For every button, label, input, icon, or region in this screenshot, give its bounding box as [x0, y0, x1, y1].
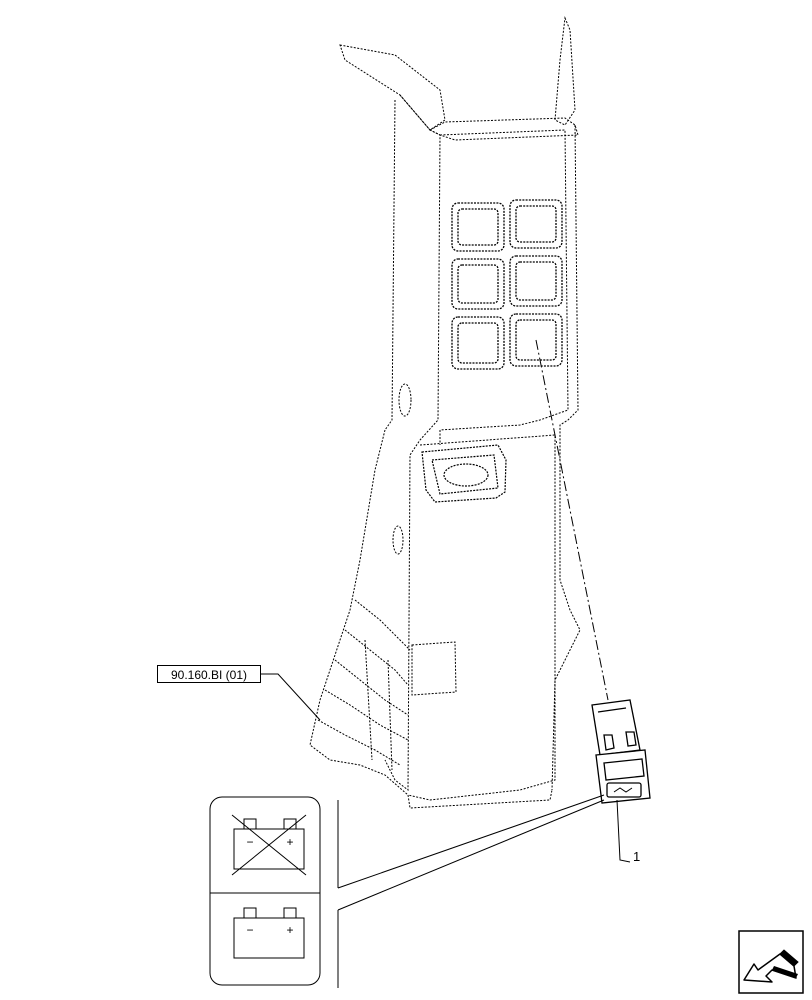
callout-number: 1 [633, 849, 641, 864]
battery-on-icon [233, 907, 305, 959]
reference-label[interactable]: 90.160.BI (01) [157, 665, 261, 683]
callout-leader [616, 799, 631, 863]
battery-off-icon [231, 814, 307, 876]
battery-off-plus: + [286, 835, 293, 849]
reference-leader [261, 673, 321, 721]
back-arrow-button[interactable] [738, 930, 804, 994]
switch-panel [451, 199, 563, 370]
battery-on-plus: + [286, 923, 293, 937]
symbol-detail [209, 794, 605, 988]
battery-off-minus: − [246, 835, 253, 849]
console-socket [421, 444, 507, 503]
console-column [309, 16, 581, 809]
arrow-back-icon [738, 930, 804, 994]
battery-on-minus: − [246, 923, 253, 937]
rocker-switch [591, 699, 651, 804]
installation-line [535, 339, 609, 701]
